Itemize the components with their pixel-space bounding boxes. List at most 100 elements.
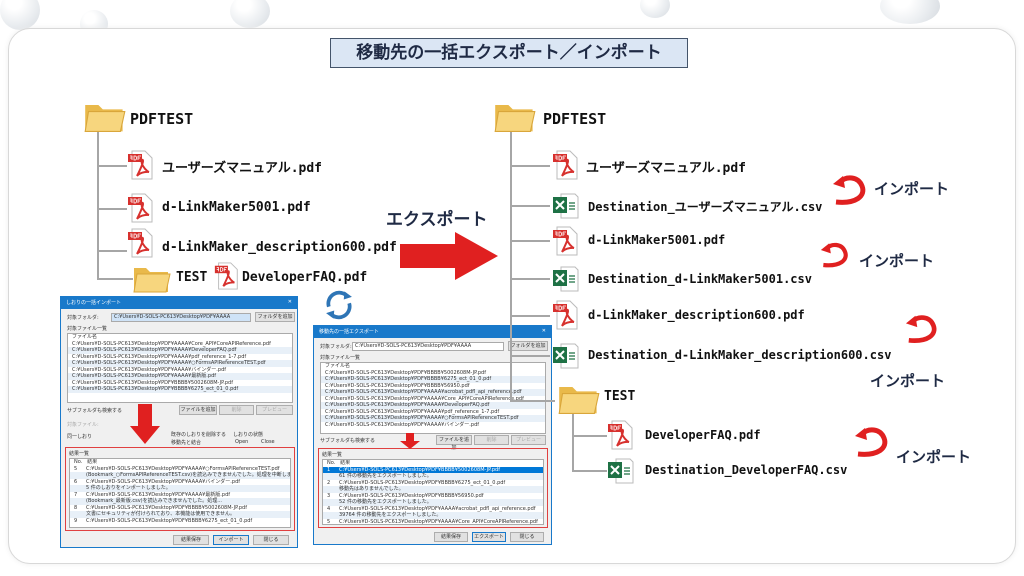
state-label: しおりの状態 xyxy=(233,432,264,438)
tree-line xyxy=(97,132,99,280)
result-row[interactable]: 文書にセキュリティが付けられており、本機能は使用できません。 xyxy=(70,511,290,518)
combine-checkbox[interactable]: 移動先と結合 xyxy=(171,440,202,446)
file-row[interactable]: C:¥Users¥D-SOLS-PC613¥Desktop¥PDF¥AAAA¥○… xyxy=(321,415,545,422)
close-button[interactable]: 閉じる xyxy=(253,535,289,545)
result-row[interactable]: 52 件の移動先をエクスポートしました。 xyxy=(323,499,543,506)
result-text: 文書にセキュリティが付けられており、本機能は使用できません。 xyxy=(86,511,236,517)
excel-csv-icon xyxy=(553,265,579,293)
file-row[interactable]: C:¥Users¥D-SOLS-PC613¥Desktop¥PDF¥BBBB¥5… xyxy=(325,382,470,389)
same-bookmark-checkbox[interactable]: 同一しおり xyxy=(67,434,93,440)
result-text: (Bookmark_○FormsAPIReferenceTEST.csv)を読込… xyxy=(86,472,291,478)
tree-line xyxy=(510,400,555,402)
open-radio[interactable]: Open xyxy=(235,439,249,445)
file-list-label: 対象ファイル一覧 xyxy=(320,355,361,361)
delete-existing-checkbox[interactable]: 既存のしおりを削除する xyxy=(171,432,227,438)
file-row[interactable]: C:¥Users¥D-SOLS-PC613¥Desktop¥PDF¥AAAA¥p… xyxy=(325,408,500,415)
result-row[interactable]: 39764 件の移動先をエクスポートしました。 xyxy=(323,512,543,519)
result-row[interactable]: 61 件の移動先をエクスポートしました。 xyxy=(323,473,543,480)
file-row[interactable]: C:¥Users¥D-SOLS-PC613¥Desktop¥PDF¥AAAA¥a… xyxy=(321,389,545,396)
close-icon[interactable]: ✕ xyxy=(541,328,546,334)
file-row[interactable]: C:¥Users¥D-SOLS-PC613¥Desktop¥PDF¥AAAA¥D… xyxy=(68,347,292,354)
down-arrow-icon xyxy=(130,404,160,444)
file-row[interactable]: C:¥Users¥D-SOLS-PC613¥Desktop¥PDF¥BBBB¥5… xyxy=(325,369,486,376)
result-text: 61 件の移動先をエクスポートしました。 xyxy=(339,473,432,479)
import-curved-arrow-icon xyxy=(830,172,870,208)
result-text: 5 件のしおりをインポートしました。 xyxy=(86,485,171,491)
file-row[interactable]: C:¥Users¥D-SOLS-PC613¥Desktop¥PDF¥BBBB¥6… xyxy=(321,376,545,383)
save-results-button[interactable]: 結果保存 xyxy=(173,535,209,545)
folder-input[interactable]: C:¥Users¥D-SOLS-PC613¥Desktop¥PDF¥AAAA xyxy=(352,342,504,351)
result-text: 移動先はありませんでした。 xyxy=(339,486,404,492)
result-row[interactable]: (Bookmark_○FormsAPIReferenceTEST.csv)を読込… xyxy=(70,472,290,479)
left-file: d-LinkMaker_description600.pdf xyxy=(162,240,397,255)
export-button[interactable]: エクスポート xyxy=(472,532,506,542)
right-file: ユーザーズマニュアル.pdf xyxy=(586,161,747,176)
close-icon[interactable]: ✕ xyxy=(287,299,292,305)
right-file: d-LinkMaker5001.pdf xyxy=(588,233,726,247)
file-row[interactable]: C:¥Users¥D-SOLS-PC613¥Desktop¥PDF¥AAAA¥C… xyxy=(325,395,524,402)
import-label: インポート xyxy=(859,252,935,270)
result-row[interactable]: (Bookmark_最新版.csv)を読込みできませんでした。処理... xyxy=(70,498,290,505)
file-list[interactable]: ファイル名 C:¥Users¥D-SOLS-PC613¥Desktop¥PDF¥… xyxy=(67,333,293,403)
file-row[interactable]: C:¥Users¥D-SOLS-PC613¥Desktop¥PDF¥AAAA¥C… xyxy=(72,340,271,347)
subfolder-checkbox[interactable]: サブフォルダも検索する xyxy=(67,408,123,414)
close-radio[interactable]: Close xyxy=(261,439,275,445)
add-file-button[interactable]: ファイルを追加 xyxy=(179,405,217,415)
file-row[interactable]: C:¥Users¥D-SOLS-PC613¥Desktop¥PDF¥AAAA¥D… xyxy=(321,402,545,409)
export-label: エクスポート xyxy=(386,210,488,230)
folder-icon xyxy=(557,380,601,416)
import-button[interactable]: インポート xyxy=(213,535,249,545)
folder-icon xyxy=(493,98,537,134)
result-row[interactable]: 移動先はありませんでした。 xyxy=(323,486,543,493)
file-row[interactable]: C:¥Users¥D-SOLS-PC613¥Desktop¥PDF¥AAAA¥バ… xyxy=(325,421,479,428)
file-row[interactable]: C:¥Users¥D-SOLS-PC613¥Desktop¥PDF¥AAAA¥○… xyxy=(68,360,292,367)
tree-line xyxy=(510,205,550,207)
tree-line xyxy=(572,470,607,472)
results-highlight xyxy=(65,447,295,531)
water-drop-decoration xyxy=(230,0,270,28)
file-row[interactable]: C:¥Users¥D-SOLS-PC613¥Desktop¥PDF¥AAAA¥p… xyxy=(72,353,247,360)
result-text: C:¥Users¥D-SOLS-PC613¥Desktop¥PDF¥AAAA¥最… xyxy=(86,491,230,498)
preview-button[interactable]: プレビュー xyxy=(511,435,546,445)
water-drop-decoration xyxy=(0,0,40,30)
folder-input[interactable]: C:¥Users¥D-SOLS-PC613¥Desktop¥PDF¥AAAA xyxy=(111,313,251,322)
add-folder-button[interactable]: フォルダを追加 xyxy=(255,312,295,322)
excel-csv-icon xyxy=(608,457,634,485)
pdf-icon xyxy=(553,300,579,330)
delete-button[interactable]: 削除 xyxy=(474,435,509,445)
close-button[interactable]: 閉じる xyxy=(510,532,544,542)
file-row[interactable]: C:¥Users¥D-SOLS-PC613¥Desktop¥PDF¥AAAA¥バ… xyxy=(72,366,226,373)
excel-csv-icon xyxy=(553,192,579,220)
result-no: 6 xyxy=(74,478,78,485)
results-highlight xyxy=(318,448,548,528)
results-label: 結果一覧 xyxy=(69,451,90,457)
delete-button[interactable]: 削除 xyxy=(219,405,254,415)
right-subfolder: TEST xyxy=(604,389,636,404)
file-row[interactable]: C:¥Users¥D-SOLS-PC613¥Desktop¥PDF¥AAAA¥最… xyxy=(68,373,292,380)
save-results-button[interactable]: 結果保存 xyxy=(434,532,468,542)
result-row[interactable]: 5 件のしおりをインポートしました。 xyxy=(70,485,290,492)
subfolder-checkbox[interactable]: サブフォルダも検索する xyxy=(320,438,376,444)
file-row[interactable]: C:¥Users¥D-SOLS-PC613¥Desktop¥PDF¥BBBB¥6… xyxy=(68,386,292,393)
result-text: (Bookmark_最新版.csv)を読込みできませんでした。処理... xyxy=(86,498,223,504)
preview-button[interactable]: プレビュー xyxy=(256,405,293,415)
result-text: C:¥Users¥D-SOLS-PC613¥Desktop¥PDF¥BBBB¥5… xyxy=(339,492,484,499)
file-row[interactable]: C:¥Users¥D-SOLS-PC613¥Desktop¥PDF¥BBBB¥5… xyxy=(72,379,233,386)
file-list-label: 対象ファイル一覧 xyxy=(67,326,108,332)
add-file-button[interactable]: ファイルを追加 xyxy=(436,435,472,451)
file-list[interactable]: ファイル名 C:¥Users¥D-SOLS-PC613¥Desktop¥PDF¥… xyxy=(320,362,546,434)
dialog-title: 移動先の一括エクスポート xyxy=(319,329,379,335)
add-folder-button[interactable]: フォルダを追加 xyxy=(508,341,548,351)
